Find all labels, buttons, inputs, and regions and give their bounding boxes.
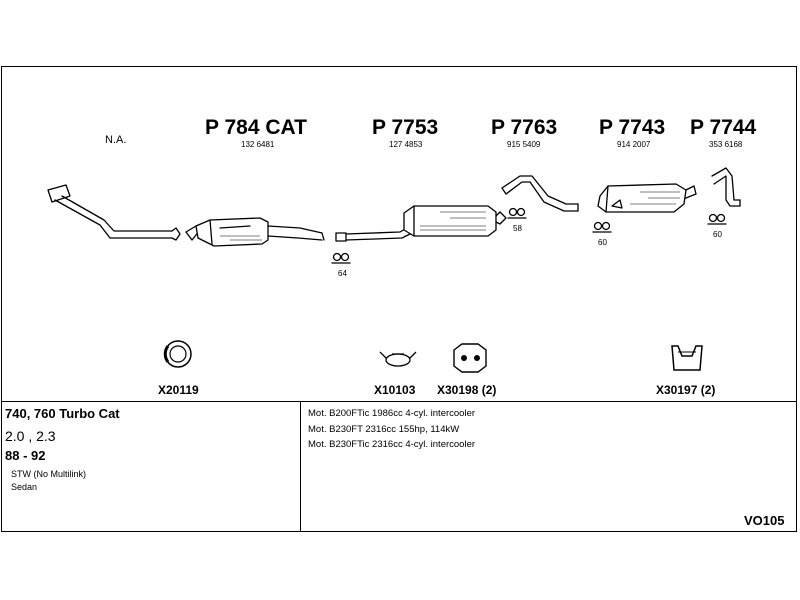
hanger-58-icon <box>507 207 527 219</box>
part-number-p7744: 353 6168 <box>709 140 743 149</box>
ring-icon <box>163 340 192 368</box>
divider-horizontal <box>1 401 797 402</box>
part-code-p784cat: P 784 CAT <box>205 116 307 139</box>
rubber-mount-icon <box>671 345 703 371</box>
vehicle-model: 740, 760 Turbo Cat <box>5 406 120 421</box>
na-label: N.A. <box>105 134 127 146</box>
divider-vertical <box>300 401 301 532</box>
part-number-p7753: 127 4853 <box>389 140 423 149</box>
engine-line-2: Mot. B230FT 2316cc 155hp, 114kW <box>308 424 460 435</box>
hanger-label-58: 58 <box>513 224 522 233</box>
vehicle-years: 88 - 92 <box>5 448 46 463</box>
mid-silencer-icon <box>335 205 507 242</box>
hanger-64-icon <box>331 252 351 264</box>
intermediate-pipe-icon <box>501 175 579 212</box>
accessory-code-x10103: X10103 <box>374 383 416 397</box>
diagram-frame <box>1 66 797 532</box>
rear-silencer-icon <box>597 183 697 213</box>
engine-line-3: Mot. B230FTic 2316cc 4-cyl. intercooler <box>308 439 476 450</box>
vehicle-body-stw: STW (No Multilink) <box>11 469 87 479</box>
part-number-p784cat: 132 6481 <box>241 140 275 149</box>
part-code-p7744: P 7744 <box>690 116 757 139</box>
accessory-code-x30197: X30197 (2) <box>656 383 716 397</box>
hanger-60b-icon <box>707 213 727 225</box>
part-code-p7743: P 7743 <box>599 116 666 139</box>
accessory-code-x30198: X30198 (2) <box>437 383 497 397</box>
hanger-label-64: 64 <box>338 269 347 278</box>
vehicle-body-sedan: Sedan <box>11 482 38 492</box>
part-code-p7753: P 7753 <box>372 116 439 139</box>
part-code-p7763: P 7763 <box>491 116 558 139</box>
front-pipe-icon <box>47 184 181 241</box>
rubber-hanger-icon <box>453 343 487 373</box>
vehicle-engine: 2.0 , 2.3 <box>5 428 56 444</box>
part-number-p7743: 914 2007 <box>617 140 651 149</box>
tail-pipe-icon <box>711 167 741 207</box>
part-number-p7763: 915 5409 <box>507 140 541 149</box>
catalytic-converter-icon <box>185 217 325 247</box>
hanger-60a-icon <box>592 221 612 233</box>
clamp-icon <box>379 351 417 367</box>
diagram-code: VO105 <box>744 513 785 528</box>
engine-line-1: Mot. B200FTic 1986cc 4-cyl. intercooler <box>308 408 476 419</box>
accessory-code-x20119: X20119 <box>158 383 199 397</box>
hanger-label-60b: 60 <box>713 230 722 239</box>
hanger-label-60a: 60 <box>598 238 607 247</box>
